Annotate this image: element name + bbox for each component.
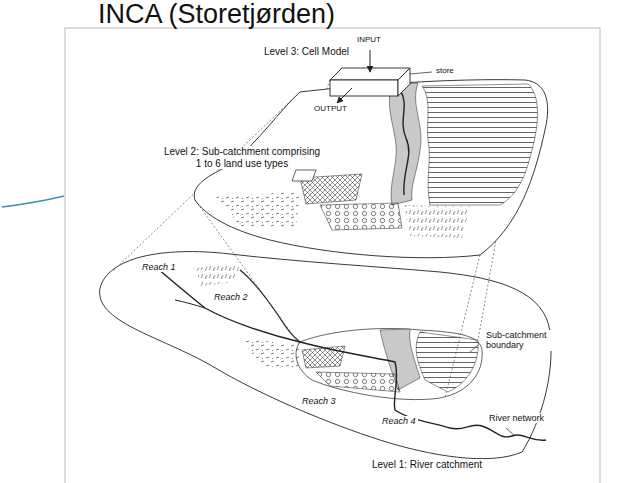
cell-square <box>292 170 316 181</box>
flow-label: INPUT <box>355 35 383 44</box>
slide-frame <box>65 28 600 483</box>
level-label: Level 3: Cell Model <box>262 46 351 58</box>
slide-title: INCA (Storetjørden) <box>98 0 335 30</box>
part-label: store <box>434 66 456 75</box>
level-label: Level 1: River catchment <box>370 459 484 471</box>
part-label: River network <box>487 413 546 423</box>
reach-label: Reach 4 <box>380 416 418 426</box>
river-catchment <box>100 252 551 459</box>
leader-line <box>410 72 515 436</box>
reach-label: Reach 1 <box>140 262 178 272</box>
cell-model-store <box>330 50 410 103</box>
level-label: Level 2: Sub-catchment comprising 1 to 6… <box>160 146 324 169</box>
slide-decoration <box>2 196 64 207</box>
part-label: Sub-catchment boundary <box>484 330 558 351</box>
reach-label: Reach 2 <box>212 292 250 302</box>
flow-label: OUTPUT <box>312 104 349 113</box>
reach-label: Reach 3 <box>300 396 338 406</box>
